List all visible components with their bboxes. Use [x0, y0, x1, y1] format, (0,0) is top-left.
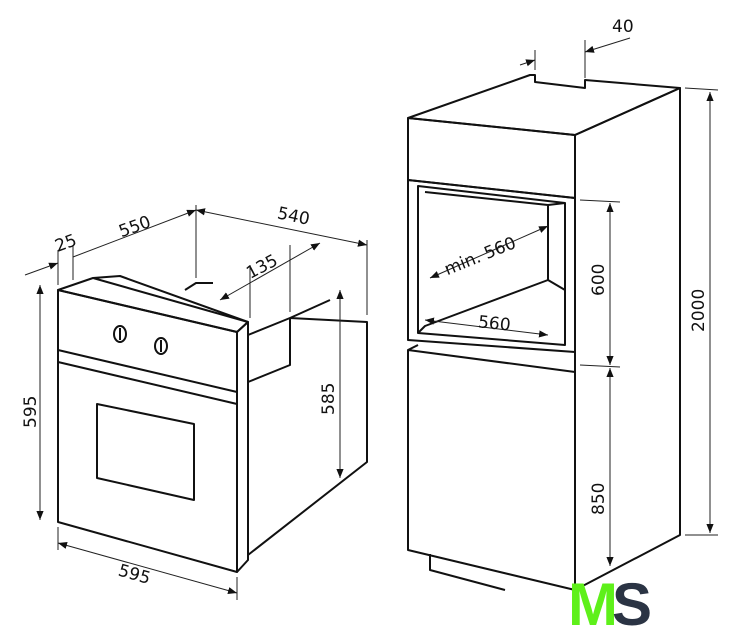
dim-niche-height: 600	[589, 264, 609, 296]
knob-icon	[113, 325, 127, 343]
dim-front-width: 595	[116, 561, 153, 589]
cabinet-top-front	[407, 117, 576, 199]
cabinet-dimension-lines	[424, 37, 719, 566]
logo-m: M	[568, 571, 618, 638]
dim-body-depth: 540	[276, 203, 312, 229]
dim-niche-min-width: min. 560	[442, 233, 519, 280]
dim-panel-depth: 135	[243, 251, 281, 284]
dim-depth-total: 550	[116, 212, 153, 242]
oven-drawing	[57, 275, 368, 573]
oven-dimension-lines	[24, 205, 368, 600]
dim-niche-width: 560	[477, 312, 511, 335]
oven-top-edge	[57, 277, 249, 333]
oven-window	[96, 403, 195, 501]
dim-front-thickness: 25	[52, 231, 79, 257]
oven-body	[247, 317, 368, 556]
dim-base-height: 850	[589, 483, 609, 515]
cabinet-top	[407, 74, 681, 136]
brand-logo: MS	[568, 575, 652, 635]
dim-body-height: 585	[319, 383, 339, 415]
dim-front-height: 595	[21, 396, 41, 428]
niche-opening	[417, 185, 566, 346]
knob-icon	[154, 337, 168, 355]
logo-s: S	[611, 571, 652, 638]
cabinet-base	[407, 349, 576, 591]
dim-top-gap: 40	[612, 17, 634, 37]
dim-total-height: 2000	[689, 289, 709, 332]
oven-front	[57, 289, 238, 573]
cabinet-drawing	[407, 74, 681, 591]
